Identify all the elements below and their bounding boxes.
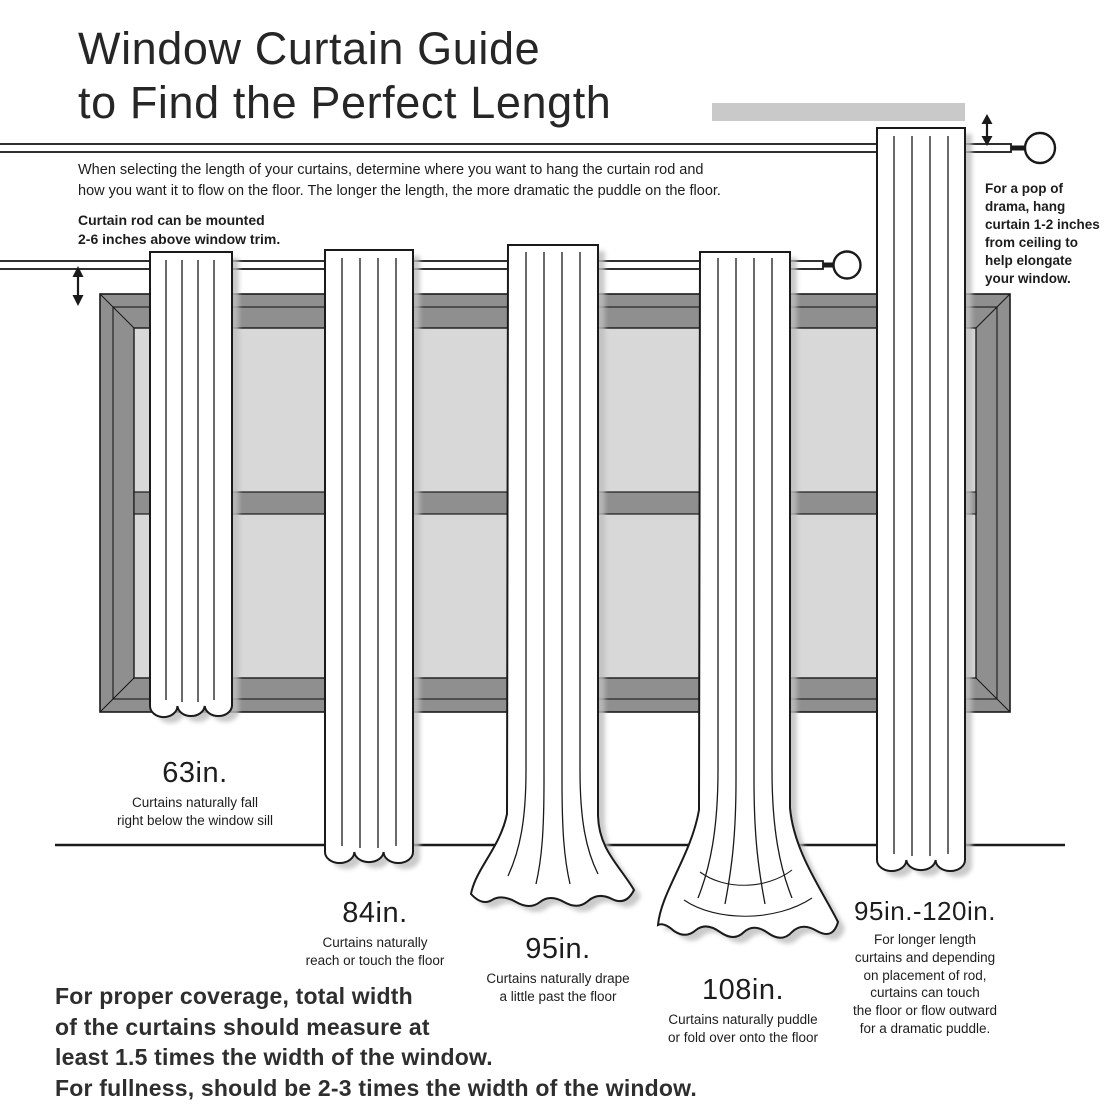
curtain-108in (656, 251, 845, 944)
curtain-length-desc: Curtains naturally fall right below the … (116, 795, 274, 828)
curtain-length-value: 84in. (342, 897, 408, 929)
page-title-line-1: Window Curtain Guide (78, 23, 541, 74)
rod-mount-note: Curtain rod can be mounted 2-6 inches ab… (78, 212, 281, 248)
curtain-length-desc: Curtains naturally puddle or fold over o… (667, 1012, 819, 1045)
rod-finial-icon (832, 250, 862, 280)
curtain-length-value: 63in. (162, 757, 228, 789)
curtain-label-108in: 108in. Curtains naturally puddle or fold… (623, 974, 863, 1047)
spacing-arrow-icon (72, 266, 84, 306)
curtain-84in (324, 249, 420, 870)
curtain-label-84in: 84in. Curtains naturally reach or touch … (255, 897, 495, 970)
ceiling-drama-note: For a pop of drama, hang curtain 1-2 inc… (985, 181, 1100, 286)
coverage-note: For proper coverage, total width of the … (55, 983, 697, 1101)
intro-text: When selecting the length of your curtai… (78, 162, 721, 199)
curtain-63in (149, 251, 239, 724)
curtain-length-value: 95in. (525, 933, 591, 965)
curtain-length-value: 95in.-120in. (854, 896, 996, 926)
curtain-95-120in (876, 127, 972, 878)
curtain-95in (469, 244, 641, 912)
rod-finial-icon (1023, 131, 1057, 165)
curtain-rod-top (0, 131, 1057, 165)
curtain-label-63in: 63in. Curtains naturally fall right belo… (75, 757, 315, 830)
curtain-label-95in: 95in. Curtains naturally drape a little … (438, 933, 678, 1006)
curtain-length-value: 108in. (701, 974, 784, 1006)
ceiling-bar (712, 103, 965, 121)
curtain-length-desc: Curtains naturally drape a little past t… (486, 971, 630, 1004)
ceiling-gap-arrow-icon (981, 114, 993, 146)
page-title-line-2: to Find the Perfect Length (78, 77, 612, 128)
page-title: Window Curtain Guide to Find the Perfect… (78, 22, 611, 130)
curtain-label-95-120in: 95in.-120in. For longer length curtains … (805, 896, 1045, 1038)
curtain-length-desc: For longer length curtains and depending… (852, 932, 998, 1037)
curtain-length-desc: Curtains naturally reach or touch the fl… (305, 935, 445, 968)
